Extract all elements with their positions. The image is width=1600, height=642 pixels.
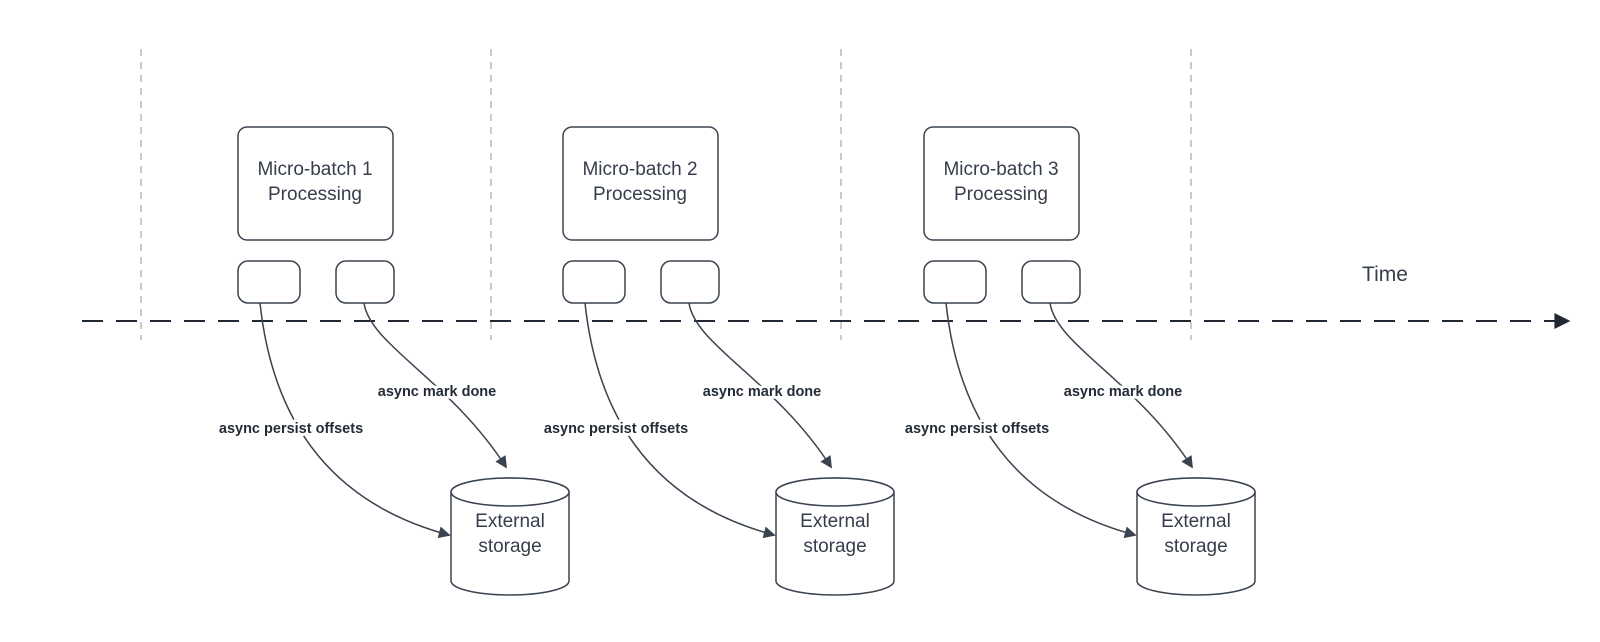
persist-offsets-task-rect [923, 260, 987, 304]
mark-done-arrow [688, 302, 832, 469]
time-axis-label: Time [1362, 263, 1408, 286]
persist-offsets-label: async persist offsets [544, 421, 688, 437]
storage-label-line2: storage [478, 536, 541, 557]
microbatch-processing-box [923, 126, 1080, 241]
batch-group-2: Micro-batch 2 Processing External storag… [541, 126, 895, 596]
mark-done-label: async mark done [703, 384, 821, 400]
mark-done-label: async mark done [1064, 384, 1182, 400]
batch-group-1: Micro-batch 1 Processing External storag… [216, 126, 570, 596]
storage-cylinder-top [450, 477, 570, 507]
persist-offsets-arrow [945, 302, 1137, 539]
microbatch-box-title: Micro-batch 1 [257, 159, 372, 180]
persist-offsets-label: async persist offsets [905, 421, 1049, 437]
microbatch-processing-box [237, 126, 394, 241]
storage-cylinder-top [775, 477, 895, 507]
persist-offsets-task-rect [562, 260, 626, 304]
microbatch-box-subtitle: Processing [593, 184, 687, 205]
persist-offsets-arrow [584, 302, 776, 539]
storage-label-line2: storage [803, 536, 866, 557]
storage-label-line1: External [1161, 511, 1231, 532]
batch-group-3: Micro-batch 3 Processing External storag… [902, 126, 1256, 596]
persist-offsets-arrow [259, 302, 451, 539]
microbatch-box-subtitle: Processing [268, 184, 362, 205]
microbatch-processing-box [562, 126, 719, 241]
mark-done-label: async mark done [378, 384, 496, 400]
mark-done-task-rect [660, 260, 720, 304]
persist-offsets-label: async persist offsets [219, 421, 363, 437]
storage-label-line1: External [475, 511, 545, 532]
microbatch-box-title: Micro-batch 3 [943, 159, 1058, 180]
storage-label-line1: External [800, 511, 870, 532]
mark-done-task-rect [335, 260, 395, 304]
mark-done-task-rect [1021, 260, 1081, 304]
microbatch-box-subtitle: Processing [954, 184, 1048, 205]
mark-done-arrow [363, 302, 507, 469]
persist-offsets-task-rect [237, 260, 301, 304]
storage-cylinder-top [1136, 477, 1256, 507]
storage-label-line2: storage [1164, 536, 1227, 557]
mark-done-arrow [1049, 302, 1193, 469]
microbatch-box-title: Micro-batch 2 [582, 159, 697, 180]
